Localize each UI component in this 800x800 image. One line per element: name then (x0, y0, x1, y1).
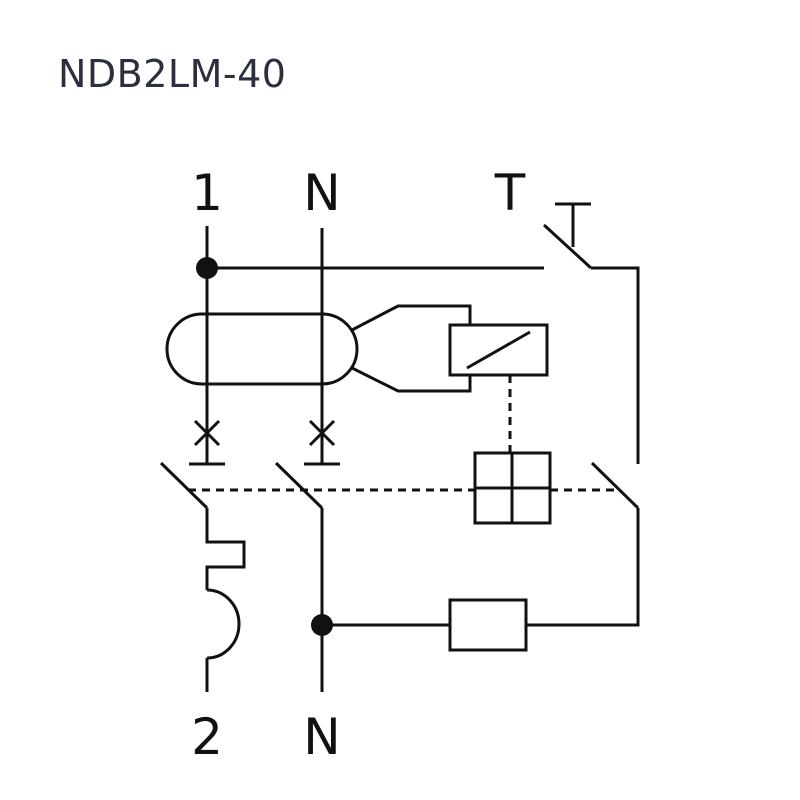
switch-blade-test (590, 461, 640, 510)
test-switch-blade (542, 223, 593, 270)
switch-blade-line (159, 461, 209, 510)
junction-dot-neutral (311, 614, 333, 636)
trip-relay (448, 323, 549, 377)
terminal-label-neutral-out: N (303, 708, 341, 766)
resistor-wire-right (526, 508, 640, 627)
trip-relay-diagonal (466, 330, 531, 370)
test-resistor (448, 598, 528, 652)
contact-mark-neutral-b (308, 419, 336, 447)
magnetic-release-arc (206, 588, 241, 660)
junction-dot-line (196, 257, 218, 279)
current-transformer (165, 312, 359, 386)
overcurrent-release (205, 508, 246, 590)
switch-blade-neutral (274, 461, 324, 510)
contact-mark-line-b (193, 419, 221, 447)
terminal-label-test: T (494, 164, 526, 222)
ct-relay-wire-bottom (351, 366, 472, 393)
terminal-label-line-in: 1 (191, 164, 223, 222)
terminal-label-neutral-in: N (303, 164, 341, 222)
diagram-title: NDB2LM-40 (58, 52, 287, 96)
ct-relay-wire-top (351, 304, 472, 332)
terminal-label-line-out: 2 (191, 708, 223, 766)
test-switch-wire (591, 266, 640, 464)
